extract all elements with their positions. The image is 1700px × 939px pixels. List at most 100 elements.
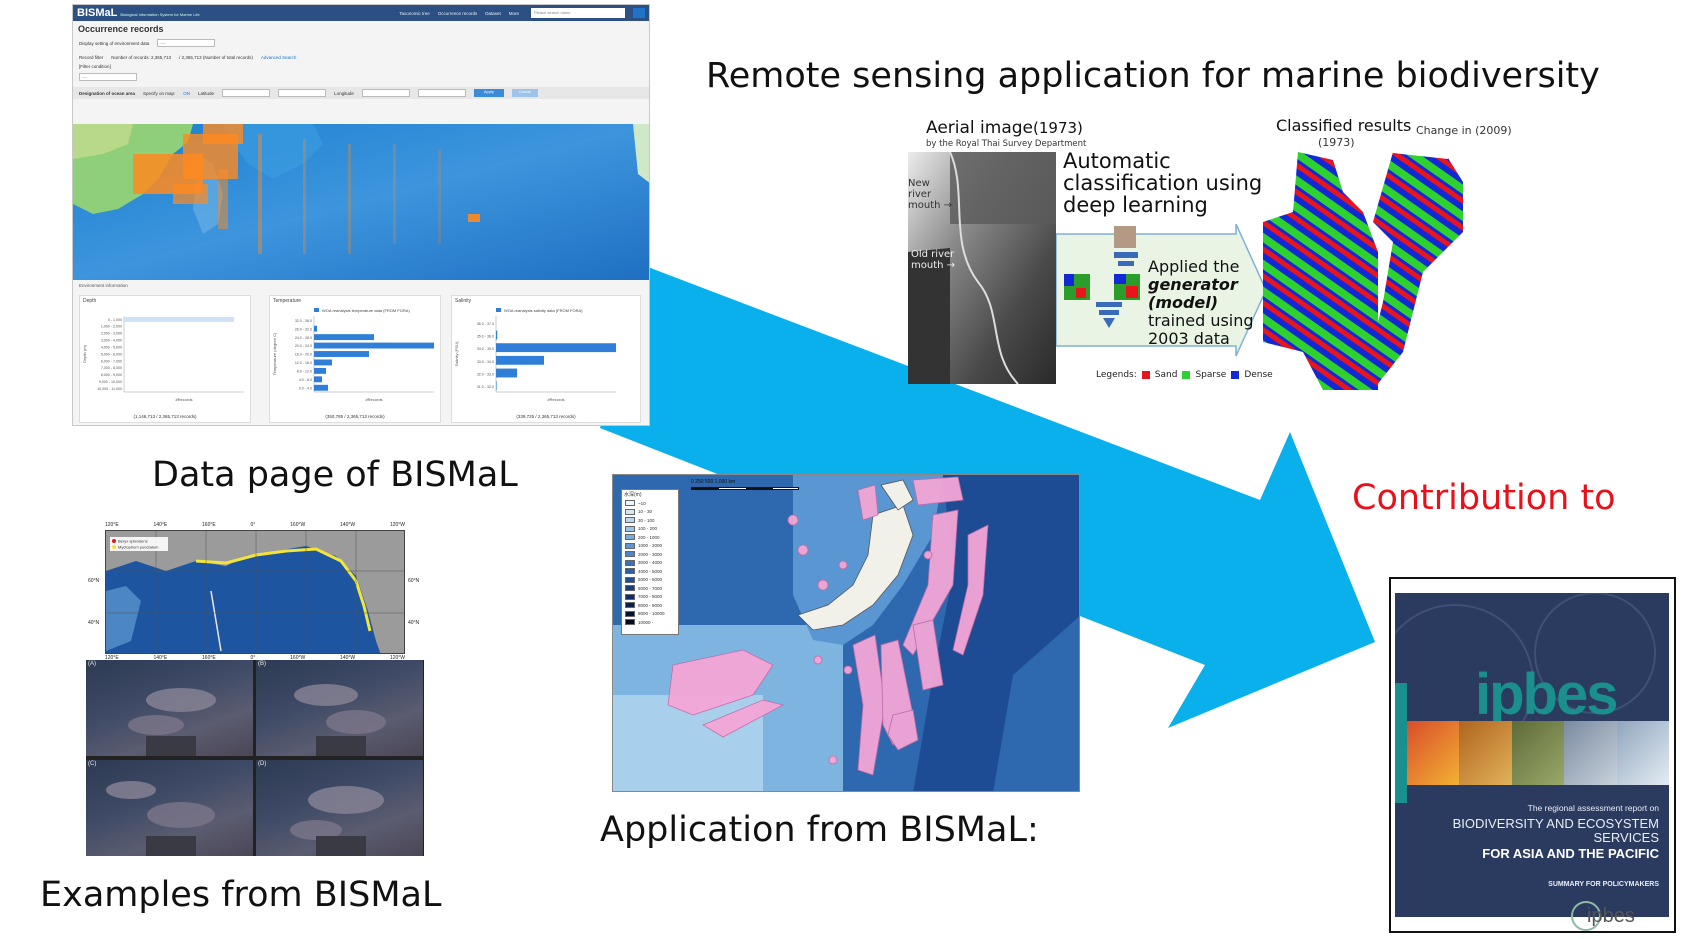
ipbes-photo-strip <box>1407 721 1669 785</box>
applied-model-text: Applied the generator (model) trained us… <box>1148 257 1254 348</box>
depth-swatch <box>625 534 635 541</box>
bismal-section-title: Occurrence records <box>78 24 164 34</box>
depth-swatch <box>625 559 635 566</box>
search-icon[interactable] <box>633 8 645 18</box>
advanced-search-link[interactable]: Advanced Search <box>260 55 297 60</box>
category-label: 2,000 - 3,000 <box>101 332 122 336</box>
map-toggle-on[interactable]: ON <box>183 90 191 96</box>
longitude-max-input[interactable] <box>417 89 466 97</box>
chart-legend: WOA reanalysis temperature data (FROM FO… <box>322 308 410 313</box>
x-axis-label: #Records <box>175 397 192 402</box>
depth-legend-row: 10 - 30 <box>622 508 678 517</box>
category-label: 35.0 - 36.0 <box>477 335 494 339</box>
tick-label: 160°W <box>290 655 306 661</box>
filter-condition-label: [Filter condition] <box>79 64 111 69</box>
specify-on-map-label: Specify on map: <box>143 90 176 96</box>
depth-legend-label: 3000 - 4000 <box>638 560 663 566</box>
nav-dataset[interactable]: Dataset <box>485 10 501 16</box>
depth-legend-row: 2000 - 3000 <box>622 550 678 559</box>
ipbes-summary-label: SUMMARY FOR POLICYMAKERS <box>1548 881 1659 888</box>
salinity-chart-plot: WOA reanalysis salinity data (FROM FORA)… <box>454 308 616 402</box>
nav-taxonomic-tree[interactable]: Taxonomic tree <box>399 10 430 16</box>
category-label: 0 - 1,000 <box>108 318 122 322</box>
depth-legend-label: 4000 - 5000 <box>638 568 663 574</box>
model-arrow-graphic <box>1056 224 1267 357</box>
ipbes-wordmark: ipbes <box>1475 662 1618 727</box>
longitude-min-input[interactable] <box>361 89 410 97</box>
dense-swatch <box>1231 371 1240 379</box>
change-in-label: Change in (2009) <box>1416 124 1512 137</box>
chart-bar <box>314 334 374 341</box>
ipbes-logo: ipbes <box>1587 905 1635 927</box>
depth-legend-row: 6000 - 7000 <box>622 584 678 593</box>
latitude-max-input[interactable] <box>278 89 327 97</box>
tick-label: 40°N <box>408 620 420 626</box>
temperature-chart: Temperature WOA reanalysis temperature d… <box>269 295 441 423</box>
photo-b: (B) <box>256 660 423 756</box>
depth-legend-label: 10 - 30 <box>638 509 653 515</box>
depth-swatch <box>625 610 635 617</box>
caption-contribution: Contribution to <box>1352 478 1616 518</box>
depth-legend-label: 1000 - 2000 <box>638 543 663 549</box>
category-label: 8.0 - 12.0 <box>297 370 312 374</box>
x-axis-label: #Records <box>547 397 564 402</box>
tick-label: 120°W <box>389 655 405 661</box>
occurrence-map[interactable] <box>73 124 650 280</box>
depth-legend-label: 8000 - 9000 <box>638 602 663 608</box>
depth-legend-label: ~10 <box>638 500 646 506</box>
longitude-label: Longitude <box>334 90 354 96</box>
chart-bar <box>496 368 517 378</box>
bismal-search-input[interactable]: Please search name <box>531 8 625 18</box>
temperature-chart-plot: WOA reanalysis temperature data (FROM FO… <box>272 308 434 402</box>
bathymetry-graphic <box>613 475 1079 791</box>
nav-occurrence-records[interactable]: Occurrence records <box>437 10 478 16</box>
tick-label: 140°W <box>340 655 356 661</box>
category-label: 32.0 - 33.0 <box>477 373 494 377</box>
y-axis-label: Depth (m) <box>82 344 87 362</box>
depth-swatch <box>625 619 635 626</box>
depth-legend-row: ~10 <box>622 499 678 508</box>
map-top-ticks: 120°E 140°E 160°E 0° 160°W 140°W 120°W <box>105 522 405 528</box>
depth-legend-row: 3000 - 4000 <box>622 559 678 568</box>
salinity-chart: Salinity WOA reanalysis salinity data (F… <box>451 295 641 423</box>
apply-button[interactable]: Apply <box>473 89 504 97</box>
tick-label: 60°N <box>408 578 420 584</box>
deep-sea-photo-grid: (A) (B) (C) (D) <box>86 660 424 856</box>
legend-sparse: Sparse <box>1195 370 1227 380</box>
tick-label: 120°E <box>105 522 119 528</box>
category-label: 24.0 - 28.0 <box>295 336 312 340</box>
chart-bar <box>496 355 544 365</box>
depth-swatch <box>625 568 635 575</box>
depth-legend-row: 200 - 1000 <box>622 533 678 542</box>
photo-label: (B) <box>258 661 266 667</box>
chart-bar <box>496 343 616 353</box>
category-label: 3,000 - 4,000 <box>101 339 122 343</box>
occurrence-points <box>133 124 480 254</box>
depth-legend-row: 4000 - 5000 <box>622 567 678 576</box>
ipbes-report-cover: ipbes The regional assessment report on … <box>1389 577 1676 933</box>
filter-condition-select[interactable]: ---- <box>79 73 137 81</box>
display-setting-select[interactable]: ---- <box>157 39 216 47</box>
tick-label: 120°E <box>105 655 119 661</box>
display-setting-label: Display setting of environment data <box>79 40 150 46</box>
aerial-image-title: Aerial image(1973) <box>926 118 1083 138</box>
tick-label: 160°E <box>202 655 216 661</box>
sand-swatch <box>1141 371 1150 379</box>
ipbes-logo-icon <box>1571 901 1601 931</box>
depth-swatch <box>625 593 635 600</box>
automatic-classification-text: Automatic classification using deep lear… <box>1063 149 1263 217</box>
depth-swatch <box>625 602 635 609</box>
category-label: 28.0 - 32.0 <box>295 327 312 331</box>
new-river-label: New river mouth → <box>908 178 953 211</box>
remote-sensing-panel: New river mouth → Old river mouth → Aeri… <box>908 112 1512 392</box>
chart-bar <box>496 381 497 391</box>
old-river-label: Old river mouth → <box>911 249 956 271</box>
cancel-button[interactable]: Cancel <box>511 89 538 97</box>
nav-more[interactable]: More <box>508 10 519 16</box>
latitude-min-input[interactable] <box>222 89 271 97</box>
